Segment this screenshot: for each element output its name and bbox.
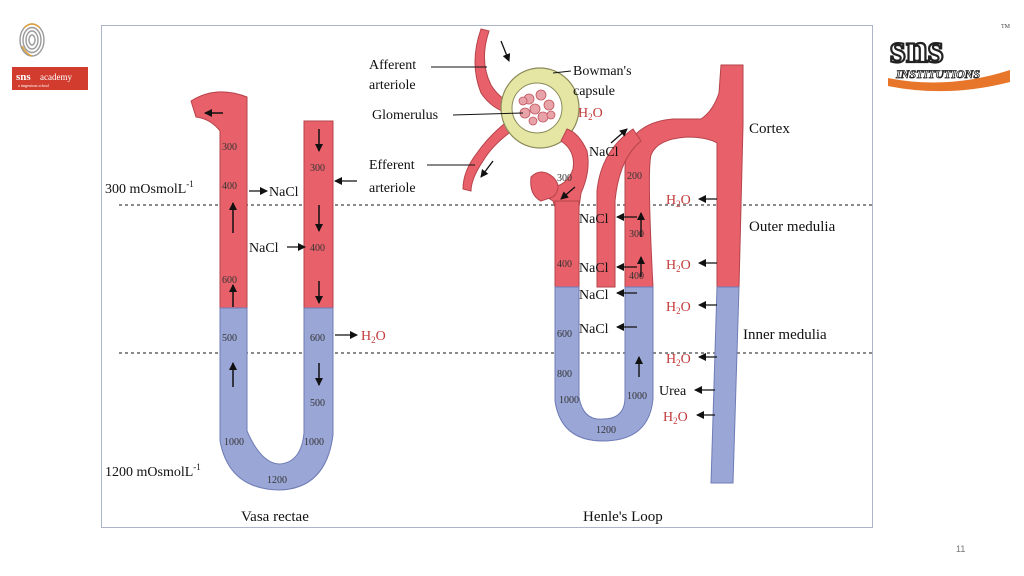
vasa-value: 400 [222,181,237,192]
vasa-value: 600 [222,275,237,286]
page-number: 11 [956,544,966,554]
tubule-entry-arrow [560,186,576,200]
level-300-label: 300 mOsmolL-1 [105,179,194,197]
h2o-label: H2O [666,258,691,274]
afferent-label: Afferent [369,58,416,73]
bowman-label: Bowman's [573,64,632,79]
vasa-bottom-value: 1200 [267,475,287,486]
efferent-flow-arrow [480,160,494,178]
henle-bottom-value: 1200 [596,425,616,436]
afferent-flow-arrow [500,40,511,62]
nacl-label: NaCl [579,261,609,276]
fingerprint-icon [19,23,45,57]
vasa-value: 600 [310,333,325,344]
henle-value: 800 [557,369,572,380]
henle-value: 1000 [627,391,647,402]
h2o-label: H2O [666,193,691,209]
logo-tm: TM [1001,24,1011,30]
descending-limb-red [554,200,580,288]
vasa-value: 300 [222,142,237,153]
thick-ascending-red [596,128,642,288]
henle-value: 300 [629,229,644,240]
vasa-ascending-red [190,91,248,309]
henle-value: 200 [627,171,642,182]
logo-tagline: a tingenious school [18,83,50,88]
vasa-value: 1000 [224,437,244,448]
vasa-value: 500 [222,333,237,344]
zone-inner-medulla-label: Inner medulia [743,327,827,343]
afferent-label-2: arteriole [369,78,416,93]
henles-loop: 300 400 600 800 1000 200 300 400 1000 12… [369,28,836,525]
henle-value: 1000 [559,395,579,406]
nacl-label: NaCl [579,322,609,337]
logo-name: academy [40,72,72,82]
henle-loop-blue [554,286,654,442]
nacl-arrow-top [610,128,628,144]
glomerulus [518,89,556,126]
proximal-tubule-coil [530,171,559,202]
vasa-rectae: 300 400 600 500 1000 300 400 600 500 100… [105,91,386,525]
henle-value: 400 [557,259,572,270]
bowman-label-2: capsule [573,84,615,99]
kidney-countercurrent-diagram: 300 400 600 500 1000 300 400 600 500 100… [105,28,873,525]
efferent-label: Efferent [369,158,415,173]
henle-caption: Henle's Loop [583,509,663,525]
sns-academy-logo: sns academy a tingenious school [12,23,88,90]
h2o-exits: H2O H2O H2O H2O Urea H2O H2O [578,106,717,426]
figure-frame: 300 400 600 500 1000 300 400 600 500 100… [101,25,873,528]
h2o-label: H2O [663,410,688,426]
vasa-loop-blue [219,307,334,491]
h2o-label: H2O [666,300,691,316]
nacl-label: NaCl [579,288,609,303]
logo-brand-right: sns [890,26,943,71]
zone-cortex-label: Cortex [749,121,790,137]
vasa-nacl-label-2: NaCl [249,241,279,256]
ascending-limb-and-distal-tubule-red [624,64,744,288]
vasa-value: 300 [310,163,325,174]
efferent-label-2: arteriole [369,181,416,196]
collecting-duct-blue [710,286,740,484]
vasa-caption: Vasa rectae [241,509,309,525]
vasa-value: 500 [310,398,325,409]
glomerulus-leader [452,112,524,116]
h2o-label-capsule: H2O [578,106,603,122]
urea-label: Urea [659,384,687,399]
logo-brand: sns [16,71,31,83]
vasa-nacl-label: NaCl [269,185,299,200]
vasa-value: 400 [310,243,325,254]
henle-value: 300 [557,173,572,184]
nacl-label: NaCl [579,212,609,227]
zone-outer-medulla-label: Outer medulia [749,219,836,235]
bowman-leader [552,70,572,74]
logo-swoosh [888,70,1010,92]
nacl-label-top: NaCl [589,145,619,160]
sns-institutions-logo: sns INSTITUTIONS TM [888,24,1011,92]
henle-value: 600 [557,329,572,340]
vasa-h2o-label: H2O [361,329,386,345]
logo-banner [12,67,88,90]
h2o-label: H2O [666,352,691,368]
henle-value: 400 [629,271,644,282]
glomerulus-label: Glomerulus [372,108,438,123]
level-1200-label: 1200 mOsmolL-1 [105,462,201,480]
logo-name-right: INSTITUTIONS [895,67,980,81]
vasa-value: 1000 [304,437,324,448]
